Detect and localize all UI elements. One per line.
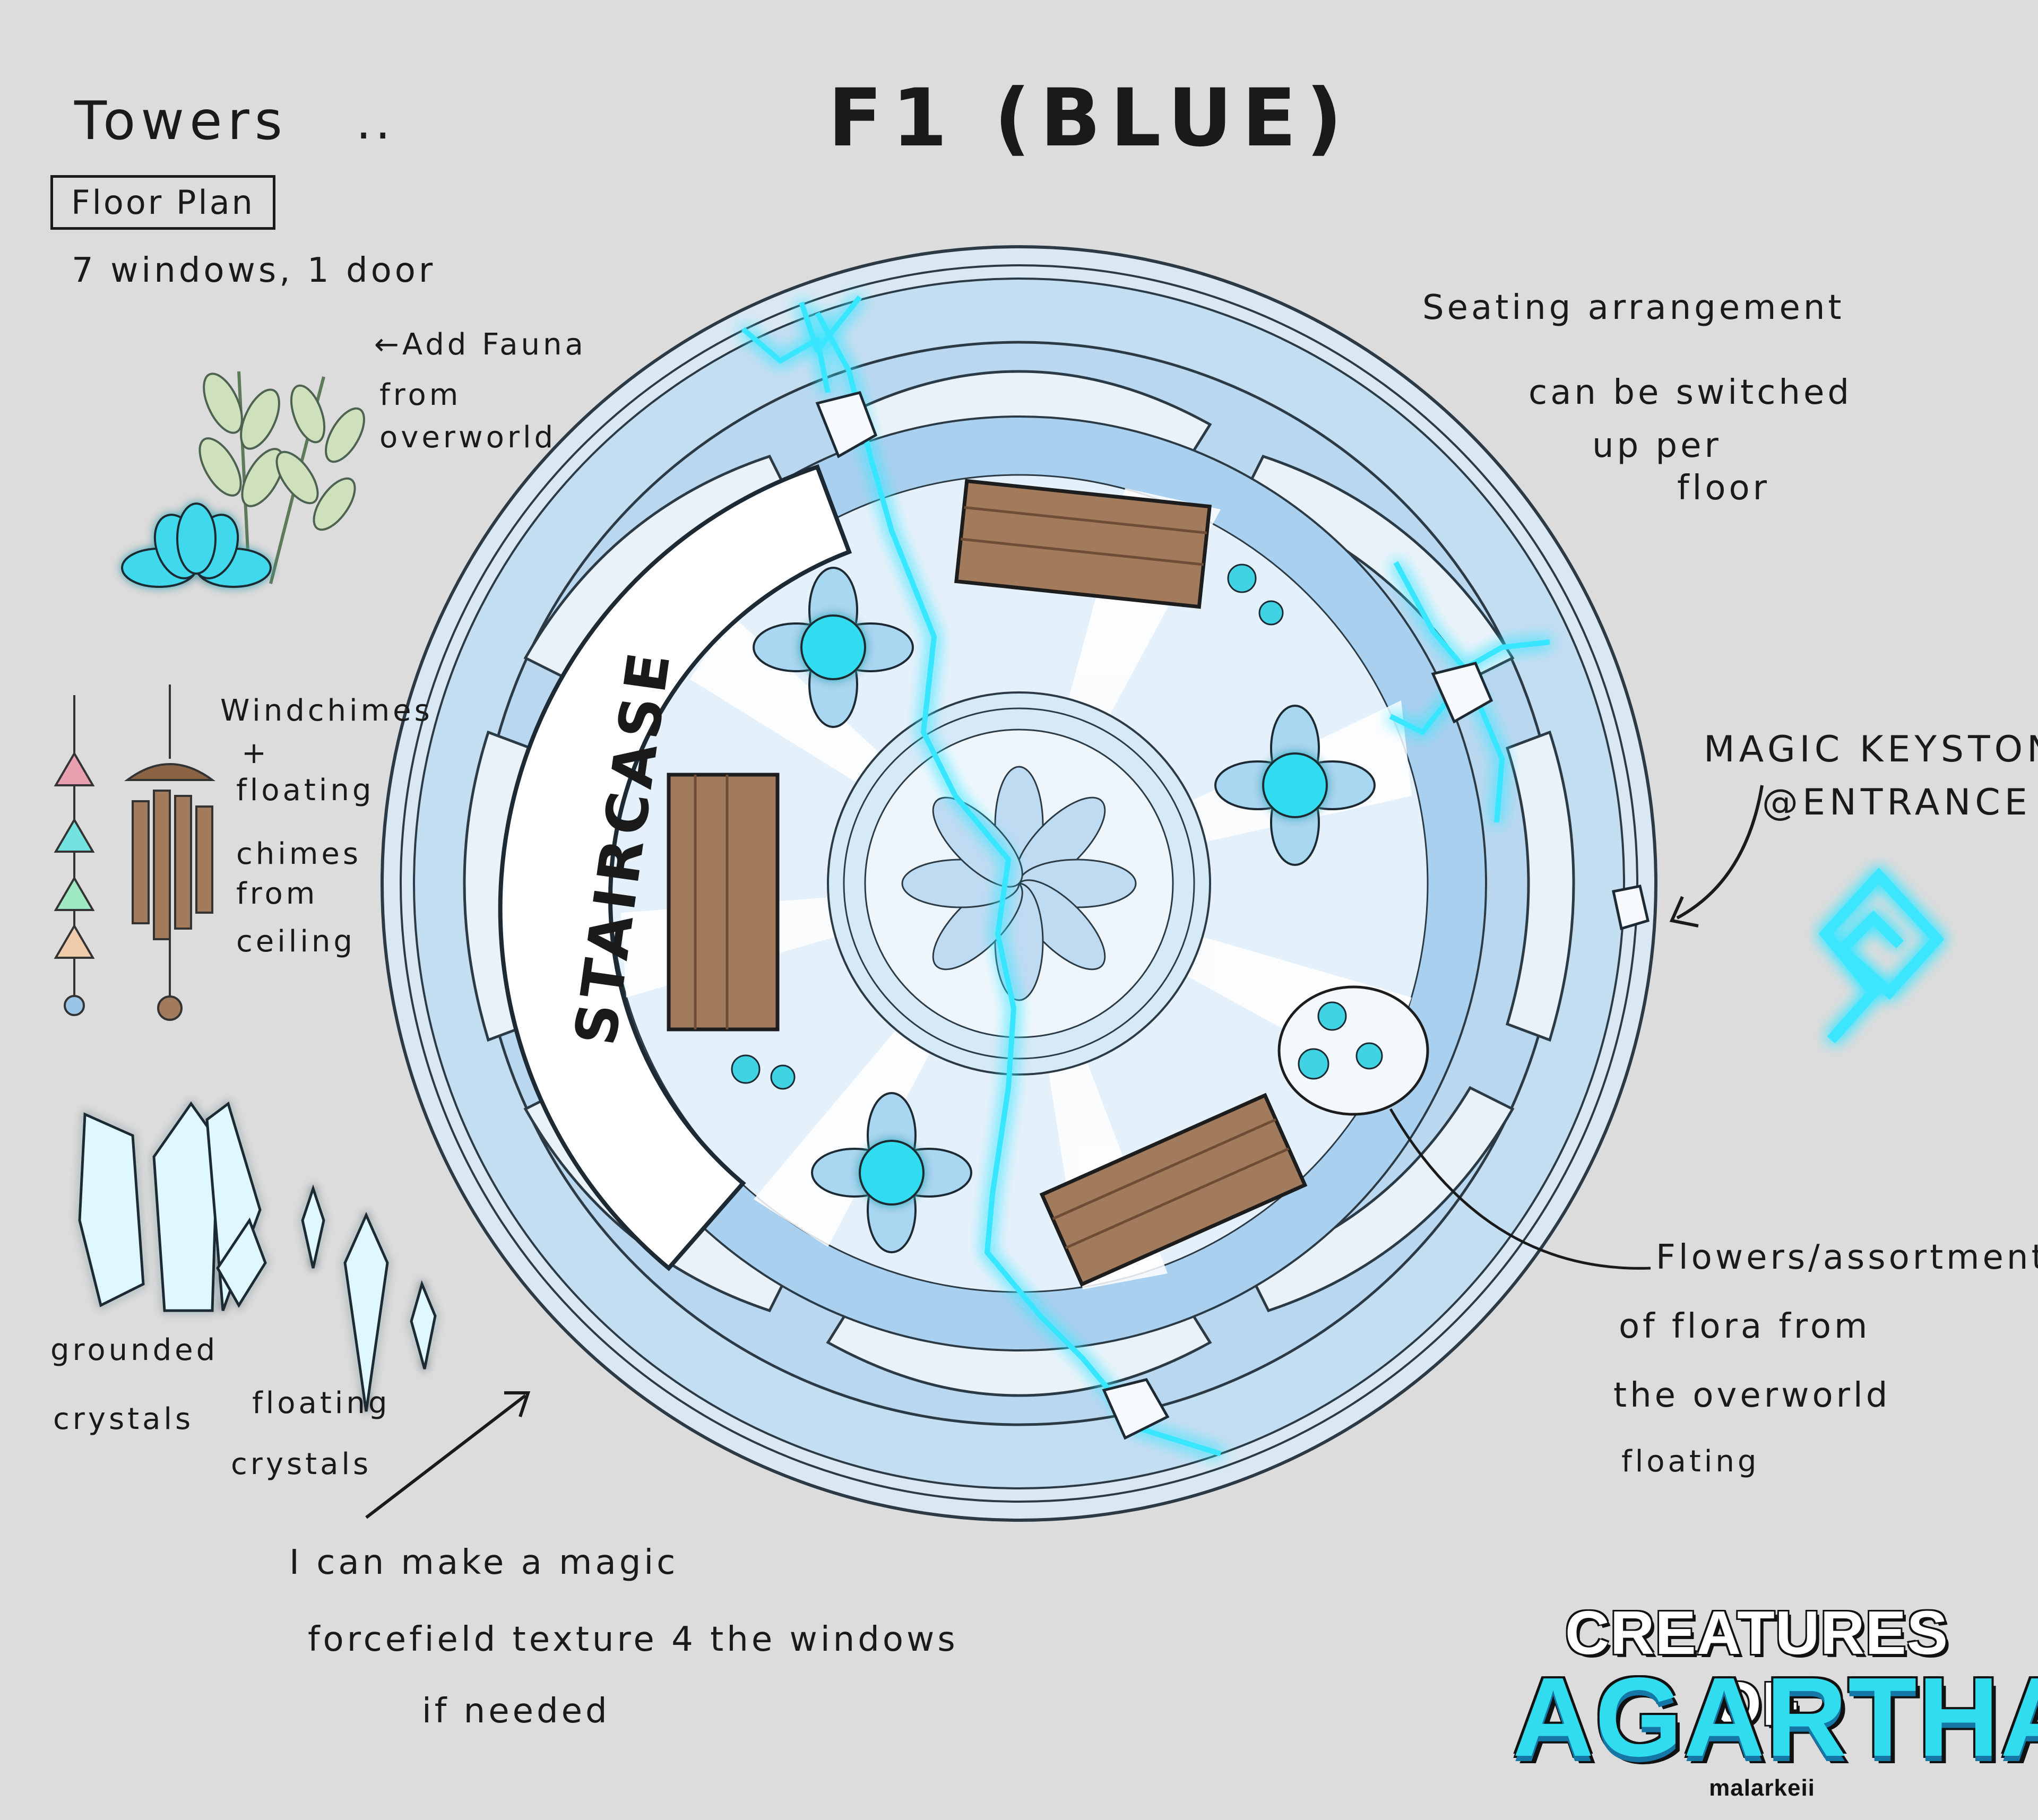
- keystone-arrow: [1669, 785, 1764, 928]
- seating-note-3: up per: [1592, 426, 1722, 465]
- fauna-note-line-1: ←Add Fauna: [374, 327, 586, 362]
- grounded-crystals-note-1: grounded: [50, 1333, 219, 1367]
- staircase: [498, 464, 852, 1271]
- flowers-note-2: of flora from: [1619, 1307, 1871, 1346]
- floating-flowers-bubble: [1277, 985, 1429, 1116]
- forcefield-note-1: I can make a magic: [289, 1543, 679, 1582]
- window-door-count: 7 windows, 1 door: [72, 251, 436, 290]
- small-flowers: [731, 564, 1284, 1090]
- towers-heading: Towers: [74, 90, 288, 152]
- windchimes-note-1: Windchimes: [220, 694, 433, 728]
- windchimes-sketch: [54, 684, 216, 1021]
- floating-crystals-note-1: floating: [252, 1386, 391, 1420]
- grounded-crystals-note-2: crystals: [53, 1402, 194, 1436]
- brand-line-creatures-of: CREATURES OF: [1565, 1598, 1949, 1738]
- keystone-nodes: [815, 391, 1650, 1440]
- magic-keystone-glyph: [1818, 868, 1945, 1044]
- center-rosette: [827, 691, 1211, 1076]
- page-title: F1 (BLUE): [828, 72, 1352, 164]
- windchimes-note-2: +: [241, 736, 270, 770]
- artist-credit: malarkeii: [1709, 1775, 1815, 1801]
- forcefield-arrow: [365, 1391, 531, 1519]
- fauna-note-line-3: overworld: [379, 420, 557, 455]
- keystone-note-1: MAGIC KEYSTONE: [1704, 729, 2038, 770]
- flowers-note-3: the overworld: [1613, 1376, 1891, 1415]
- bench-bottom: [1039, 1093, 1308, 1287]
- windchimes-note-6: ceiling: [236, 924, 356, 959]
- bench-left: [667, 773, 780, 1032]
- keystone-note-2: @ENTRANCE: [1762, 782, 2032, 824]
- lotus-planters: [753, 567, 1376, 1253]
- forcefield-note-2: forcefield texture 4 the windows: [308, 1620, 958, 1659]
- flowers-leader-line: [1389, 1108, 1651, 1270]
- forcefield-note-3: if needed: [422, 1692, 610, 1731]
- magic-lightning: [741, 295, 1550, 1457]
- flowers-note-1: Flowers/assortment: [1656, 1238, 2038, 1277]
- floating-crystals-note-2: crystals: [231, 1447, 372, 1481]
- windchimes-note-3: floating: [236, 773, 375, 808]
- windchimes-note-5: from: [236, 877, 318, 911]
- seating-note-1: Seating arrangement: [1422, 288, 1845, 327]
- bench-top: [954, 479, 1212, 609]
- floor-plan-label: Floor Plan: [50, 175, 275, 230]
- windchimes-note-4: chimes: [236, 837, 362, 871]
- flowers-note-4: floating: [1621, 1444, 1760, 1479]
- fauna-note-line-2: from: [379, 378, 462, 412]
- seating-note-2: can be switched: [1528, 373, 1852, 412]
- brand-logo-agartha: AGARTHA: [1513, 1654, 2038, 1780]
- smile-doodle: ․․: [356, 94, 394, 150]
- seating-note-4: floor: [1677, 469, 1770, 508]
- fauna-plant-sketch: [121, 371, 365, 588]
- crystals-sketch: [78, 1101, 437, 1412]
